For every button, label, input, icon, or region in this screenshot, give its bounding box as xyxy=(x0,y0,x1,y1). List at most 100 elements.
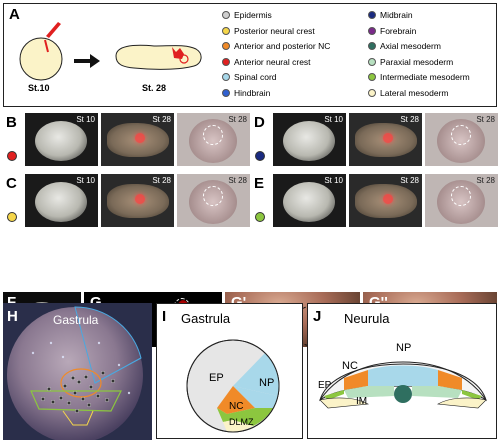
embryo-photo: St 10 xyxy=(273,174,346,227)
legend-item: Midbrain xyxy=(368,10,413,20)
embryo-photo: St 28 xyxy=(101,174,174,227)
legend-swatch xyxy=(368,57,376,66)
legend-label: Midbrain xyxy=(380,10,413,20)
panel-j-label: J xyxy=(313,308,322,325)
legend-swatch xyxy=(222,42,230,50)
section-photo: St 28 xyxy=(177,113,250,166)
stage-label: St 28 xyxy=(476,176,495,185)
stage-label: St 28 xyxy=(228,115,247,124)
legend-label: Forebrain xyxy=(380,25,417,36)
tissue-color-marker xyxy=(255,151,265,161)
panel-a-label: A xyxy=(9,6,20,23)
embryo-photo: St 10 xyxy=(25,113,98,166)
panel-h-title: Gastrula xyxy=(53,313,99,327)
panel-i: I Gastrula EP NP NC DLMZ xyxy=(156,303,303,439)
legend-swatch xyxy=(222,57,230,66)
panel-f-label: F xyxy=(7,295,16,310)
legend-label: Hindbrain xyxy=(234,87,271,98)
stage-label: St 28 xyxy=(476,115,495,124)
arrow-icon xyxy=(74,54,100,68)
legend-swatch xyxy=(368,73,376,81)
panel-row: D St 10 St 28 St 28 xyxy=(251,111,498,168)
panel-row-label: D xyxy=(254,114,265,131)
embryo-photo: St 28 xyxy=(101,113,174,166)
legend-label: Spinal cord xyxy=(234,72,277,82)
legend-label: Anterior and posterior NC xyxy=(234,41,331,51)
st28-embryo xyxy=(115,44,202,70)
legend-label: Intermediate mesoderm xyxy=(380,72,470,82)
panel-row-label: B xyxy=(6,114,17,131)
panel-g-label: G xyxy=(90,295,102,310)
neurula-section xyxy=(319,361,487,409)
stage-label: St 28 xyxy=(152,115,171,124)
gastrula-fate-map xyxy=(186,339,280,433)
embryo-photo: St 28 xyxy=(349,174,422,227)
panel-j: J Neurula NP NC EP IM xyxy=(307,303,497,439)
legend-label: Paraxial mesoderm xyxy=(380,56,454,67)
panel-row: C St 10 St 28 St 28 xyxy=(3,172,250,229)
embryo-photo: St 10 xyxy=(25,174,98,227)
panel-row: B St 10 St 28 St 28 xyxy=(3,111,250,168)
stage-label-st10: St.10 xyxy=(28,83,50,93)
tissue-color-marker xyxy=(7,151,17,161)
label-ep: EP xyxy=(318,380,332,391)
tissue-color-marker xyxy=(7,212,17,222)
label-nc: NC xyxy=(229,401,244,412)
legend-item: Anterior neural crest xyxy=(222,57,311,67)
label-np: NP xyxy=(259,377,275,389)
legend-swatch xyxy=(222,88,230,97)
tissue-color-marker xyxy=(255,212,265,222)
panel-i-label: I xyxy=(162,308,167,325)
embryo-photo: St 10 xyxy=(273,113,346,166)
legend-item: Epidermis xyxy=(222,10,272,20)
stage-label: St 28 xyxy=(152,176,171,185)
section-photo: St 28 xyxy=(177,174,250,227)
legend-label: Posterior neural crest xyxy=(234,25,315,36)
legend-label: Anterior neural crest xyxy=(234,56,311,67)
panel-j-title: Neurula xyxy=(344,311,390,326)
panel-a-schematic xyxy=(19,22,202,81)
legend-swatch xyxy=(368,88,376,97)
stage-label: St 10 xyxy=(324,115,343,124)
st10-embryo xyxy=(19,37,63,81)
legend-item: Intermediate mesoderm xyxy=(368,72,470,82)
legend-item: Paraxial mesoderm xyxy=(368,57,453,67)
legend-label: Axial mesoderm xyxy=(380,41,441,51)
legend-item: Axial mesoderm xyxy=(368,41,441,51)
legend-item: Hindbrain xyxy=(222,88,270,98)
stage-label-st28: St. 28 xyxy=(142,83,167,93)
legend-item: Anterior and posterior NC xyxy=(222,41,330,51)
stage-label: St 28 xyxy=(228,176,247,185)
panel-row: E St 10 St 28 St 28 xyxy=(251,172,498,229)
legend-swatch xyxy=(368,26,376,35)
injection-needle xyxy=(46,22,61,38)
panel-row-label: C xyxy=(6,175,17,192)
legend-swatch xyxy=(222,73,230,81)
panel-row-label: E xyxy=(254,175,265,192)
legend-item: Lateral mesoderm xyxy=(368,88,449,98)
panel-i-title: Gastrula xyxy=(181,311,231,326)
legend-swatch xyxy=(368,42,376,50)
label-ep: EP xyxy=(209,372,224,384)
legend-swatch xyxy=(222,11,230,19)
stage-label: St 10 xyxy=(324,176,343,185)
legend-label: Epidermis xyxy=(234,10,272,20)
stage-label: St 28 xyxy=(400,115,419,124)
section-photo: St 28 xyxy=(425,174,498,227)
legend-swatch xyxy=(368,11,376,19)
legend-item: Posterior neural crest xyxy=(222,26,315,36)
stage-label: St 10 xyxy=(76,176,95,185)
legend-label: Lateral mesoderm xyxy=(380,87,449,98)
label-dlmz: DLMZ xyxy=(229,417,254,427)
label-nc: NC xyxy=(342,360,358,372)
gastrula-photo xyxy=(7,306,143,440)
legend-swatch xyxy=(222,26,230,35)
legend-item: Forebrain xyxy=(368,26,416,36)
legend-item: Spinal cord xyxy=(222,72,277,82)
embryo-photo: St 28 xyxy=(349,113,422,166)
label-im: IM xyxy=(356,396,368,407)
stage-label: St 28 xyxy=(400,176,419,185)
label-np: NP xyxy=(396,342,412,354)
